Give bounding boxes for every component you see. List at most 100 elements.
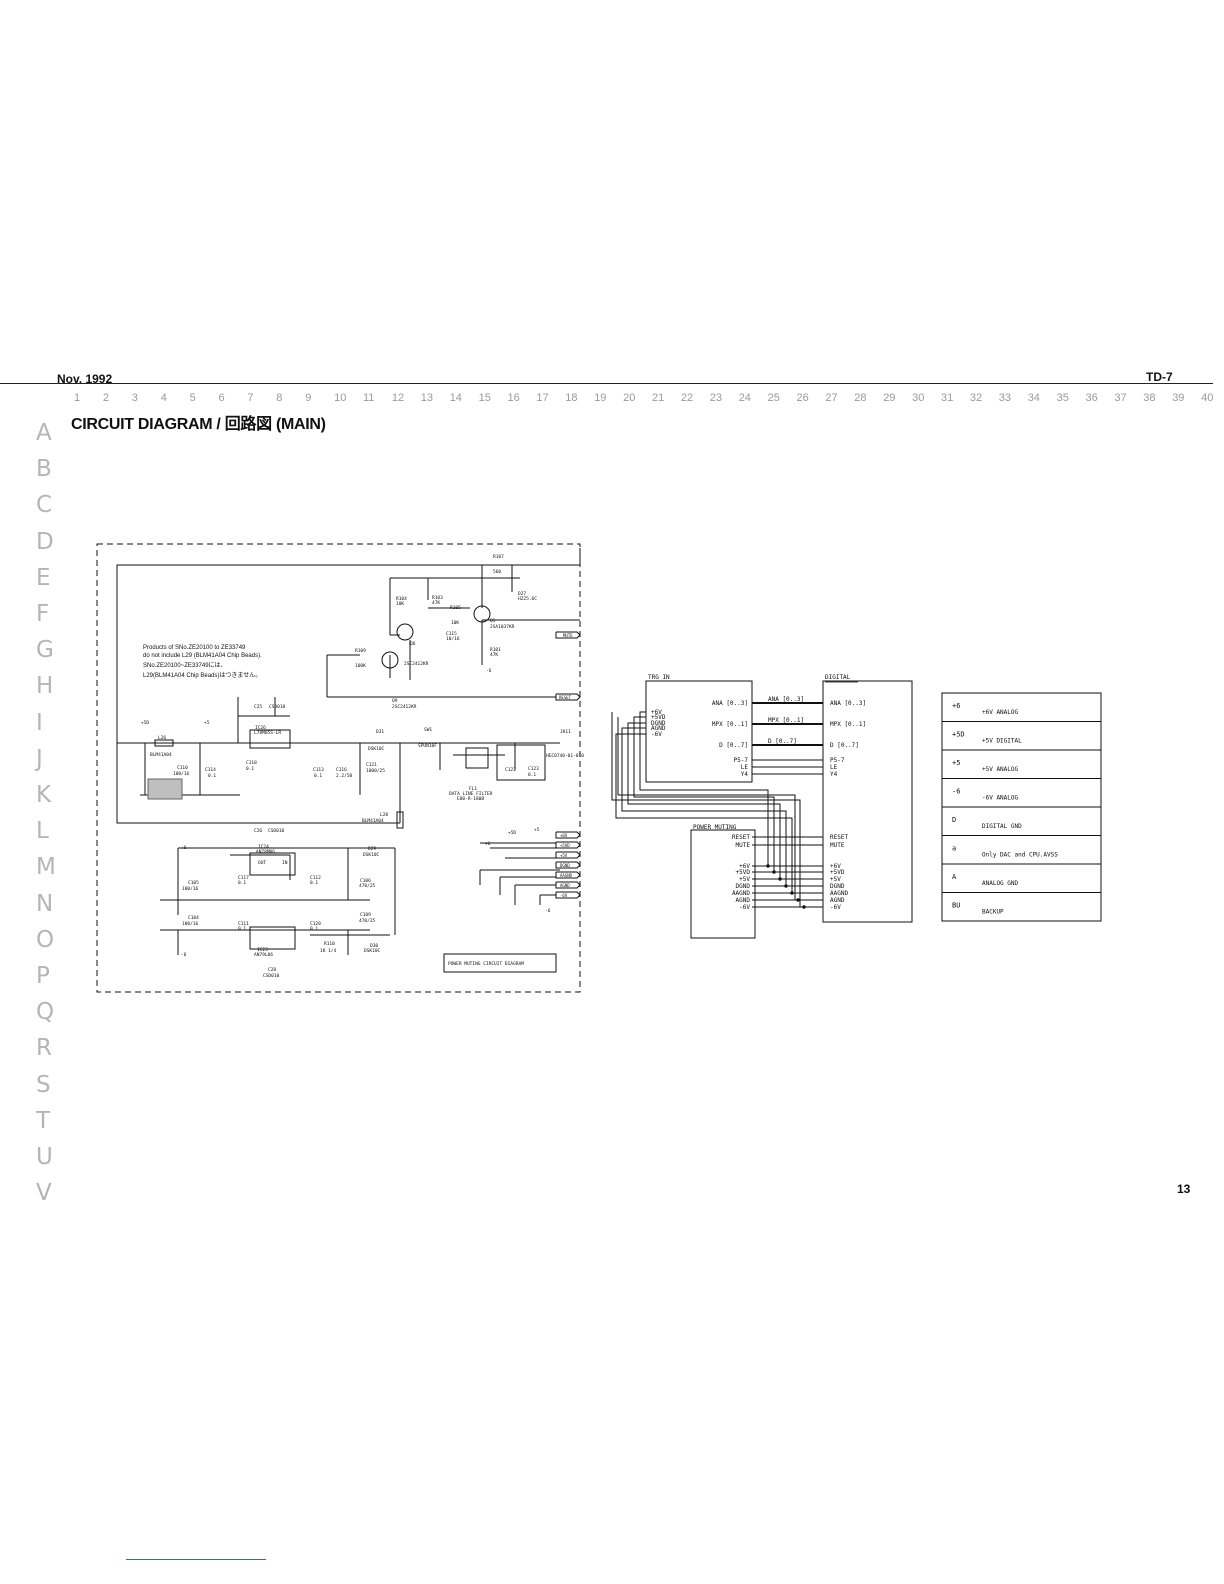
column-number: 26	[796, 392, 809, 404]
legend-symbol: a	[952, 845, 956, 853]
row-letter: D	[36, 528, 54, 555]
wire	[555, 631, 581, 639]
component-label-ic24: IC24	[258, 844, 269, 850]
component-label-r104v: 10K	[396, 601, 404, 607]
ic24-regulator	[249, 852, 296, 876]
component-label-c25v: CSD010	[269, 704, 286, 710]
component-label-r105: R105	[450, 605, 461, 611]
power-muting-pin: +5V	[739, 876, 750, 883]
component-label-p6b: +6	[485, 841, 491, 847]
column-number: 9	[305, 392, 312, 404]
component-label-jk11v: HEC0740-01-010	[546, 753, 584, 759]
component-label-c106v: 470/25	[359, 883, 376, 889]
column-number: 17	[536, 392, 549, 404]
row-letter: I	[36, 709, 43, 736]
net-tag-reset: RESET	[559, 695, 572, 700]
column-number: 10	[334, 392, 347, 404]
component-label-c118v: 0.1	[246, 766, 254, 772]
component-label-c115: C115	[446, 631, 457, 637]
component-label-c112v: 0.1	[310, 880, 318, 886]
component-label-q5: Q5	[490, 618, 496, 624]
component-label-c26: C26	[254, 828, 262, 834]
l29-chip-bead	[147, 778, 183, 800]
row-letter: N	[36, 890, 54, 917]
trg-in-left-pin: +6V	[651, 709, 662, 716]
component-label-m6b: -6	[181, 952, 187, 958]
wire	[615, 733, 793, 893]
row-letter: U	[36, 1144, 53, 1170]
legend-symbol: A	[952, 873, 957, 881]
column-number: 25	[767, 392, 780, 404]
component-label-c112: C112	[310, 875, 321, 881]
component-label-c114: C114	[205, 767, 216, 773]
column-number: 40	[1201, 392, 1214, 404]
digital-title: DIGITAL	[825, 674, 851, 681]
trg-in-left-pin: AGND	[651, 725, 666, 732]
digital-low-pin: -6V	[830, 904, 841, 911]
component-label-c118: C118	[246, 760, 257, 766]
muting-caption-box	[443, 953, 557, 973]
row-letter: J	[36, 745, 43, 772]
component-label-c28: C28	[268, 967, 276, 973]
header-date: Nov. 1992	[57, 372, 113, 386]
component-label-c122: C122	[505, 767, 516, 773]
component-label-c111: C111	[238, 921, 249, 927]
junction-dot	[796, 898, 800, 902]
column-number: 14	[449, 392, 462, 404]
bus-label: MPX [0..1]	[768, 717, 804, 724]
digital-block	[822, 680, 913, 923]
digital-low-pin: +6V	[830, 863, 841, 870]
component-label-q6: Q6	[410, 641, 416, 647]
component-label-c106: C106	[360, 878, 371, 884]
component-label-q9: Q9	[392, 698, 398, 704]
wire	[116, 548, 581, 824]
header-rule	[0, 383, 1213, 384]
fl1-data-filter	[465, 747, 489, 769]
component-label-sw1: SW1	[424, 727, 432, 733]
wire	[555, 881, 581, 889]
row-letter: S	[36, 1071, 51, 1098]
component-label-p6: +6	[181, 845, 187, 851]
component-label-p5db: +5D	[508, 830, 516, 836]
net-tag-output: DGND	[560, 863, 570, 868]
column-number: 39	[1172, 392, 1185, 404]
component-label-r101: R101	[490, 647, 501, 653]
trg-in-right-pin: ANA [0..3]	[712, 700, 748, 707]
digital-mid-pin: MUTE	[830, 842, 845, 849]
component-label-l28: L28	[380, 812, 388, 818]
bus-label: D [0..7]	[768, 738, 797, 745]
row-letter: E	[36, 564, 51, 591]
row-letter: B	[36, 456, 52, 483]
component-label-r109v: 100K	[355, 663, 366, 669]
column-number: 1	[74, 392, 81, 404]
digital-low-pin: DGND	[830, 883, 845, 890]
net-tag-output: +6V	[560, 833, 568, 838]
legend-symbol: D	[952, 816, 956, 824]
junction-dot	[802, 905, 806, 909]
page-title: CIRCUIT DIAGRAM / 回路図 (MAIN)	[71, 416, 326, 433]
legend-text: +5V ANALOG	[982, 766, 1019, 773]
component-label-d29: D29	[368, 846, 376, 852]
component-label-r110: R110	[324, 941, 335, 947]
power-muting-pin: AGND	[736, 897, 751, 904]
component-label-c123: C123	[528, 766, 539, 772]
legend-symbol: +6	[952, 702, 960, 710]
power-muting-pin: RESET	[732, 834, 750, 841]
row-letter: L	[36, 818, 49, 845]
component-label-ic24v: AN78M06	[256, 849, 275, 855]
component-label-r107: R107	[493, 554, 504, 560]
component-label-q6v: 2SC2412KR	[404, 661, 429, 667]
net-tag-mute: MUTE	[563, 633, 573, 638]
row-letter: P	[36, 963, 50, 989]
footer-link-line	[126, 1559, 266, 1560]
component-label-in: IN	[282, 860, 288, 866]
column-number: 22	[680, 392, 694, 404]
column-number: 33	[998, 392, 1012, 404]
trg-in-right-pin: D [0..7]	[719, 742, 748, 749]
component-label-c111v: 0.1	[238, 926, 246, 932]
component-label-d27v: HZ25.6C	[518, 596, 537, 602]
column-number: 6	[218, 392, 225, 404]
trg-in-right-pin: LE	[741, 764, 749, 771]
digital-low-pin: AGND	[830, 897, 845, 904]
wire	[555, 861, 581, 869]
